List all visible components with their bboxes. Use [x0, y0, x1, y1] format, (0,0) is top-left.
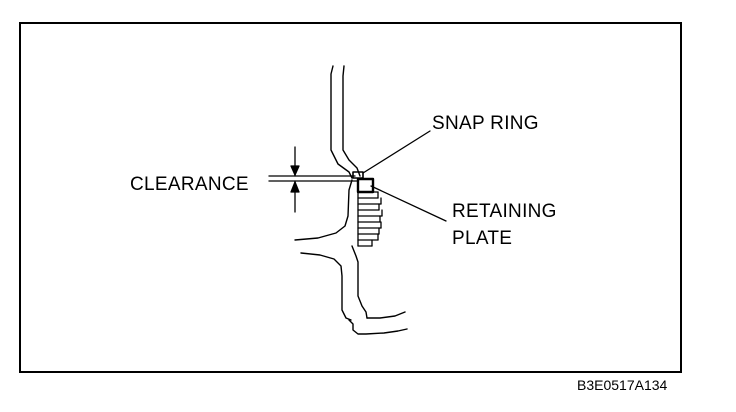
retaining-plate-label-line1: RETAINING [452, 201, 557, 222]
hub-upper-flange [294, 179, 353, 241]
drum-wall-inner [342, 65, 361, 177]
clearance-label: CLEARANCE [130, 174, 249, 195]
diagram-frame [19, 22, 682, 373]
retaining-plate-leader [370, 185, 447, 222]
retaining-plate-label-line2: PLATE [452, 228, 513, 249]
retaining-plate [356, 177, 375, 194]
snap-ring-label: SNAP RING [432, 113, 539, 134]
clearance-dimension [268, 146, 359, 213]
clutch-plate-stack [357, 191, 383, 247]
drum-wall-outer [330, 65, 353, 179]
drum-base [366, 311, 406, 319]
snap-ring-leader [362, 130, 431, 174]
drum-lower-inner [348, 319, 408, 335]
drum-lower-wall [351, 245, 368, 319]
hub-lower-flange [300, 252, 352, 321]
snap-ring [352, 171, 364, 179]
figure-code: B3E0517A134 [577, 377, 668, 393]
